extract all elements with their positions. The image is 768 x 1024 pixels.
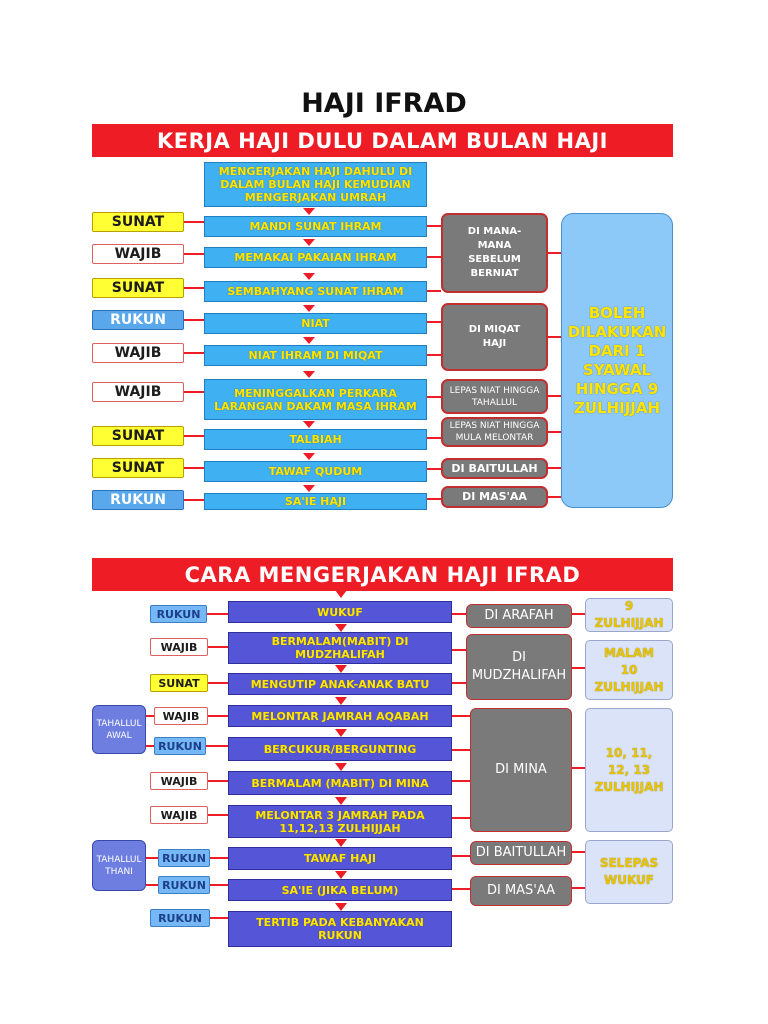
time-box: 9 ZULHIJJAH xyxy=(585,598,673,632)
place-box: DI ARAFAH xyxy=(466,604,572,628)
tag-sunat: SUNAT xyxy=(92,212,184,232)
tag-rukun: RUKUN xyxy=(150,605,207,623)
tag-wajib: WAJIB xyxy=(150,638,208,656)
place-box: DI MINA xyxy=(470,708,572,832)
step-box: SA'IE HAJI xyxy=(204,493,427,510)
tag-wajib: WAJIB xyxy=(150,806,208,824)
page-title: HAJI IFRAD xyxy=(301,88,467,119)
step-box: MELONTAR 3 JAMRAH PADA 11,12,13 ZULHIJJA… xyxy=(228,805,452,838)
tag-sunat: SUNAT xyxy=(92,458,184,478)
step-box: BERMALAM(MABIT) DI MUDZHALIFAH xyxy=(228,632,452,664)
step-box: MANDI SUNAT IHRAM xyxy=(204,216,427,237)
tag-wajib: WAJIB xyxy=(150,772,208,790)
step-box: MENINGGALKAN PERKARA LARANGAN DAKAM MASA… xyxy=(204,379,427,420)
time-box: 10, 11, 12, 13 ZULHIJJAH xyxy=(585,708,673,832)
step-box: TERTIB PADA KEBANYAKAN RUKUN xyxy=(228,911,452,947)
tag-rukun: RUKUN xyxy=(92,310,184,330)
section2-banner: CARA MENGERJAKAN HAJI IFRAD xyxy=(92,558,673,591)
tag-wajib: WAJIB xyxy=(92,382,184,402)
place-box: DI MANA-MANA SEBELUM BERNIAT xyxy=(441,213,548,293)
step-box: SEMBAHYANG SUNAT IHRAM xyxy=(204,281,427,302)
time-box: SELEPAS WUKUF xyxy=(585,840,673,904)
step-box: WUKUF xyxy=(228,601,452,623)
step-box: TAWAF HAJI xyxy=(228,847,452,870)
tag-wajib: WAJIB xyxy=(154,707,208,725)
time-box: MALAM 10 ZULHIJJAH xyxy=(585,640,673,700)
place-box: DI MAS'AA xyxy=(470,876,572,906)
time-box: BOLEH DILAKUKAN DARI 1 SYAWAL HINGGA 9 Z… xyxy=(561,213,673,508)
step-box: NIAT IHRAM DI MIQAT xyxy=(204,345,427,366)
step-box: TALBIAH xyxy=(204,429,427,450)
step-box: BERMALAM (MABIT) DI MINA xyxy=(228,771,452,795)
place-box: LEPAS NIAT HINGGA TAHALLUL xyxy=(441,379,548,414)
step-box: MEMAKAI PAKAIAN IHRAM xyxy=(204,247,427,268)
place-box: DI MAS'AA xyxy=(441,486,548,508)
step-box: NIAT xyxy=(204,313,427,334)
step-box: BERCUKUR/BERGUNTING xyxy=(228,737,452,761)
intro-box: MENGERJAKAN HAJI DAHULU DI DALAM BULAN H… xyxy=(204,162,427,207)
tag-rukun: RUKUN xyxy=(154,737,206,755)
tahallul-thani: TAHALLUL THANI xyxy=(92,840,146,891)
step-box: MENGUTIP ANAK-ANAK BATU xyxy=(228,673,452,695)
place-box: DI MIQAT HAJI xyxy=(441,303,548,371)
tag-rukun: RUKUN xyxy=(158,849,210,867)
step-box: SA'IE (JIKA BELUM) xyxy=(228,879,452,901)
place-box: LEPAS NIAT HINGGA MULA MELONTAR xyxy=(441,417,548,447)
tag-wajib: WAJIB xyxy=(92,343,184,363)
step-box: MELONTAR JAMRAH AQABAH xyxy=(228,705,452,727)
section1-banner: KERJA HAJI DULU DALAM BULAN HAJI xyxy=(92,124,673,157)
tag-rukun: RUKUN xyxy=(158,876,210,894)
tag-rukun: RUKUN xyxy=(150,909,210,927)
place-box: DI MUDZHALIFAH xyxy=(466,634,572,700)
tag-rukun: RUKUN xyxy=(92,490,184,510)
tag-sunat: SUNAT xyxy=(150,674,208,692)
tahallul-awal: TAHALLUL AWAL xyxy=(92,705,146,754)
place-box: DI BAITULLAH xyxy=(470,841,572,865)
tag-wajib: WAJIB xyxy=(92,244,184,264)
place-box: DI BAITULLAH xyxy=(441,458,548,479)
tag-sunat: SUNAT xyxy=(92,278,184,298)
step-box: TAWAF QUDUM xyxy=(204,461,427,482)
tag-sunat: SUNAT xyxy=(92,426,184,446)
